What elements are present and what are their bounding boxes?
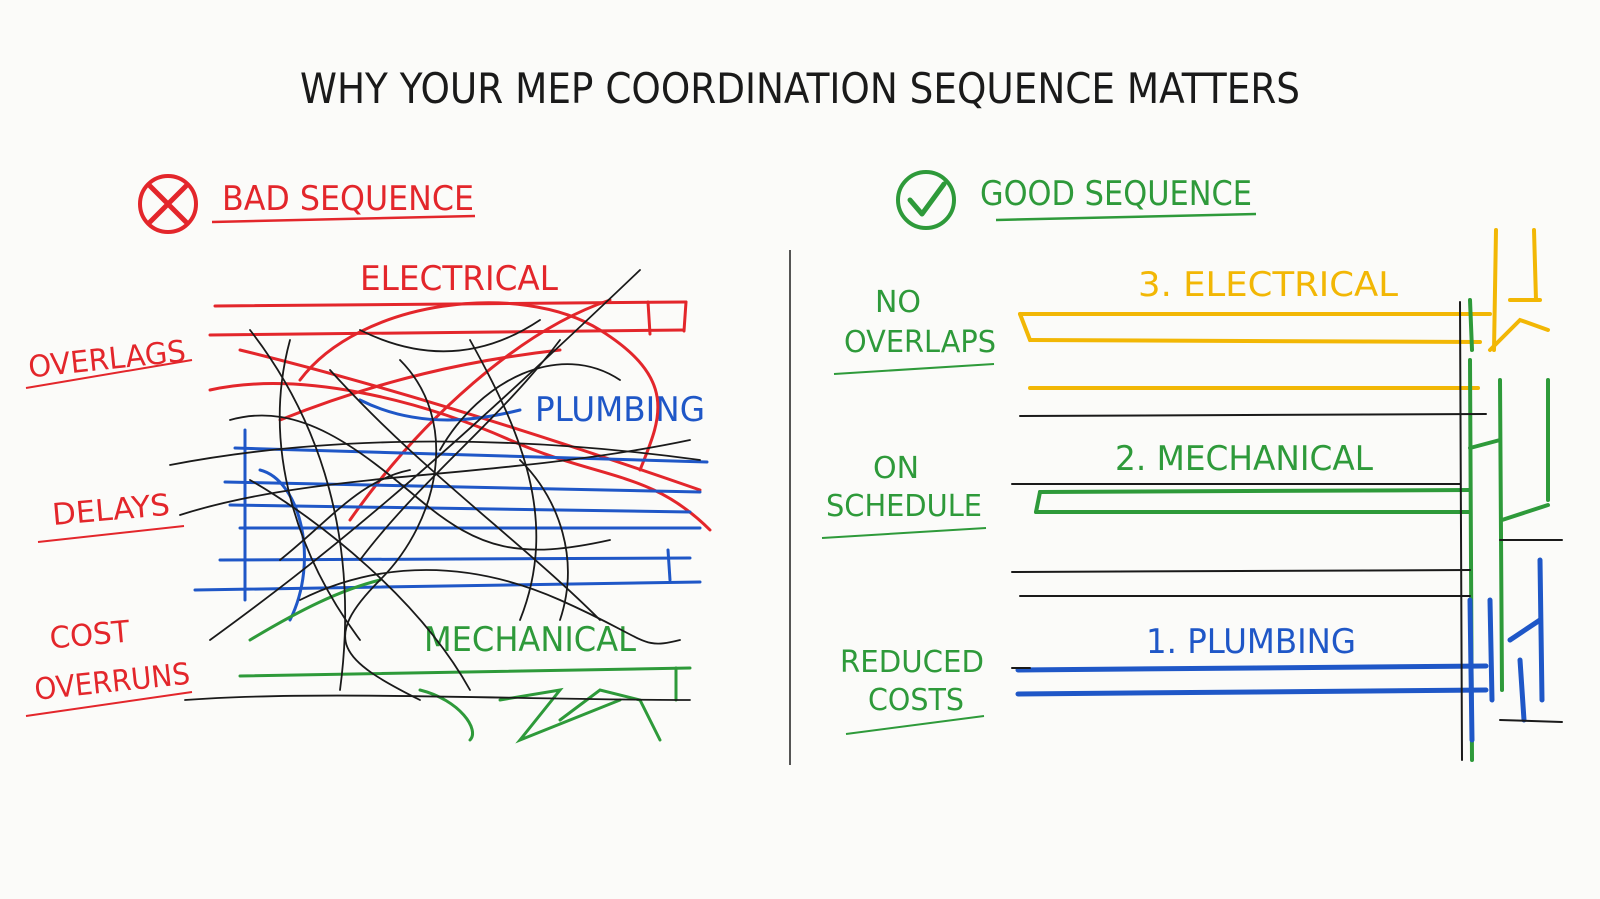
x-circle-icon (138, 174, 198, 234)
good-heading-underline (995, 212, 1257, 222)
bad-heading-group: BAD SEQUENCE (138, 174, 476, 234)
bad-heading: BAD SEQUENCE (222, 179, 474, 219)
good-label-plumbing: 1. PLUMBING (1146, 622, 1356, 662)
page-title: WHY YOUR MEP COORDINATION SEQUENCE MATTE… (300, 64, 1300, 113)
bad-outcome-delays: DELAYS (37, 488, 185, 543)
good-label-mechanical: 2. MECHANICAL (1115, 439, 1373, 479)
good-label-electrical: 3. ELECTRICAL (1138, 265, 1398, 305)
good-outcome-text: NO (875, 285, 921, 320)
outcome-underline (833, 363, 995, 375)
outcome-underline (37, 525, 185, 543)
good-heading-group: GOOD SEQUENCE (896, 170, 1257, 230)
bad-outcome-text: OVERLAGS (27, 334, 188, 385)
bad-label-mechanical: MECHANICAL (424, 620, 636, 660)
bad-label-electrical: ELECTRICAL (360, 259, 558, 299)
check-circle-icon (896, 170, 956, 230)
outcome-underline (845, 715, 985, 735)
good-outcome-reduced-costs: REDUCED COSTS (840, 645, 985, 735)
good-outcome-no-overlaps: NO OVERLAPS (833, 285, 996, 375)
good-outcome-on-schedule: ON SCHEDULE (821, 451, 987, 539)
bad-heading-underline (211, 214, 476, 224)
good-outcome-text: SCHEDULE (826, 489, 982, 524)
good-guide-lines (1011, 301, 1563, 761)
good-heading: GOOD SEQUENCE (980, 174, 1252, 214)
outcome-underline (25, 691, 193, 717)
bad-tangle-lines (169, 269, 701, 701)
bad-outcome-text: OVERRUNS (33, 657, 192, 708)
outcome-underline (25, 359, 193, 389)
good-plumbing-lines (1015, 557, 1545, 743)
outcome-underline (821, 527, 987, 539)
good-outcome-text: OVERLAPS (844, 325, 996, 360)
bad-outcome-cost-overruns: COST OVERRUNS (25, 615, 193, 717)
bad-outcome-text: COST (48, 615, 131, 657)
bad-label-plumbing: PLUMBING (535, 390, 705, 430)
good-electrical-lines (1018, 228, 1550, 390)
bad-outcome-overlags: OVERLAGS (25, 334, 193, 389)
bad-electrical-lines (208, 298, 712, 532)
good-outcome-text: COSTS (868, 683, 964, 718)
bad-outcome-text: DELAYS (51, 488, 172, 533)
good-outcome-text: ON (873, 451, 919, 486)
bad-mechanical-lines (238, 578, 692, 744)
good-outcome-text: REDUCED (840, 645, 984, 680)
